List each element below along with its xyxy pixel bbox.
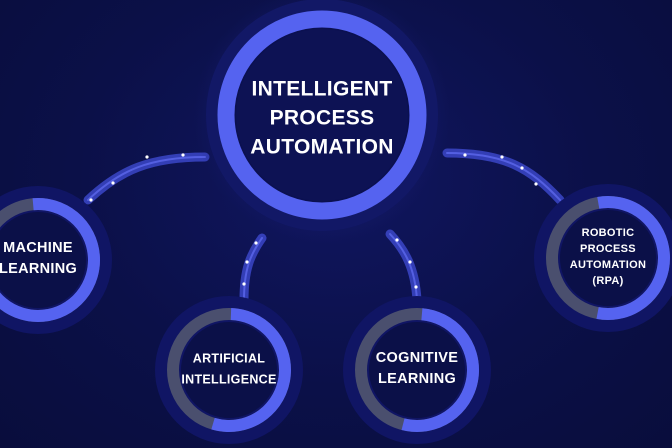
connector-dot — [181, 153, 185, 157]
connector-dot — [242, 282, 246, 286]
connector-dot — [395, 238, 399, 242]
node-label-cognitive-learning: COGNITIVE LEARNING — [375, 349, 459, 387]
connector-dot — [254, 241, 258, 245]
connector-dot — [414, 285, 418, 289]
connector-dot — [89, 198, 93, 202]
connector-dot — [245, 260, 249, 264]
connector-dot — [520, 166, 524, 170]
connector-cl — [385, 229, 422, 305]
connector-dot — [408, 260, 412, 264]
node-label-machine-learning: MACHINE LEARNING — [0, 239, 78, 277]
center-node — [194, 0, 450, 243]
connector-dot — [463, 153, 467, 157]
node-ring-ml — [0, 186, 112, 334]
connector-dot — [111, 181, 115, 185]
connector-ml — [83, 152, 210, 205]
node-label-rpa: ROBOTIC PROCESS AUTOMATION (RPA) — [569, 227, 647, 287]
connector-dot — [534, 182, 538, 186]
node-label-artificial-intelligence: ARTIFICIAL INTELLIGENCE — [181, 351, 277, 386]
connector-ai — [239, 233, 267, 305]
connector-dot — [145, 155, 149, 159]
connector-rpa — [442, 148, 565, 205]
connector-dot — [500, 155, 504, 159]
node-ring-ai — [155, 296, 303, 444]
node-ring-cl — [343, 296, 491, 444]
center-node-label: INTELLIGENT PROCESS AUTOMATION — [250, 77, 394, 159]
node-ring-rpa — [534, 184, 672, 332]
